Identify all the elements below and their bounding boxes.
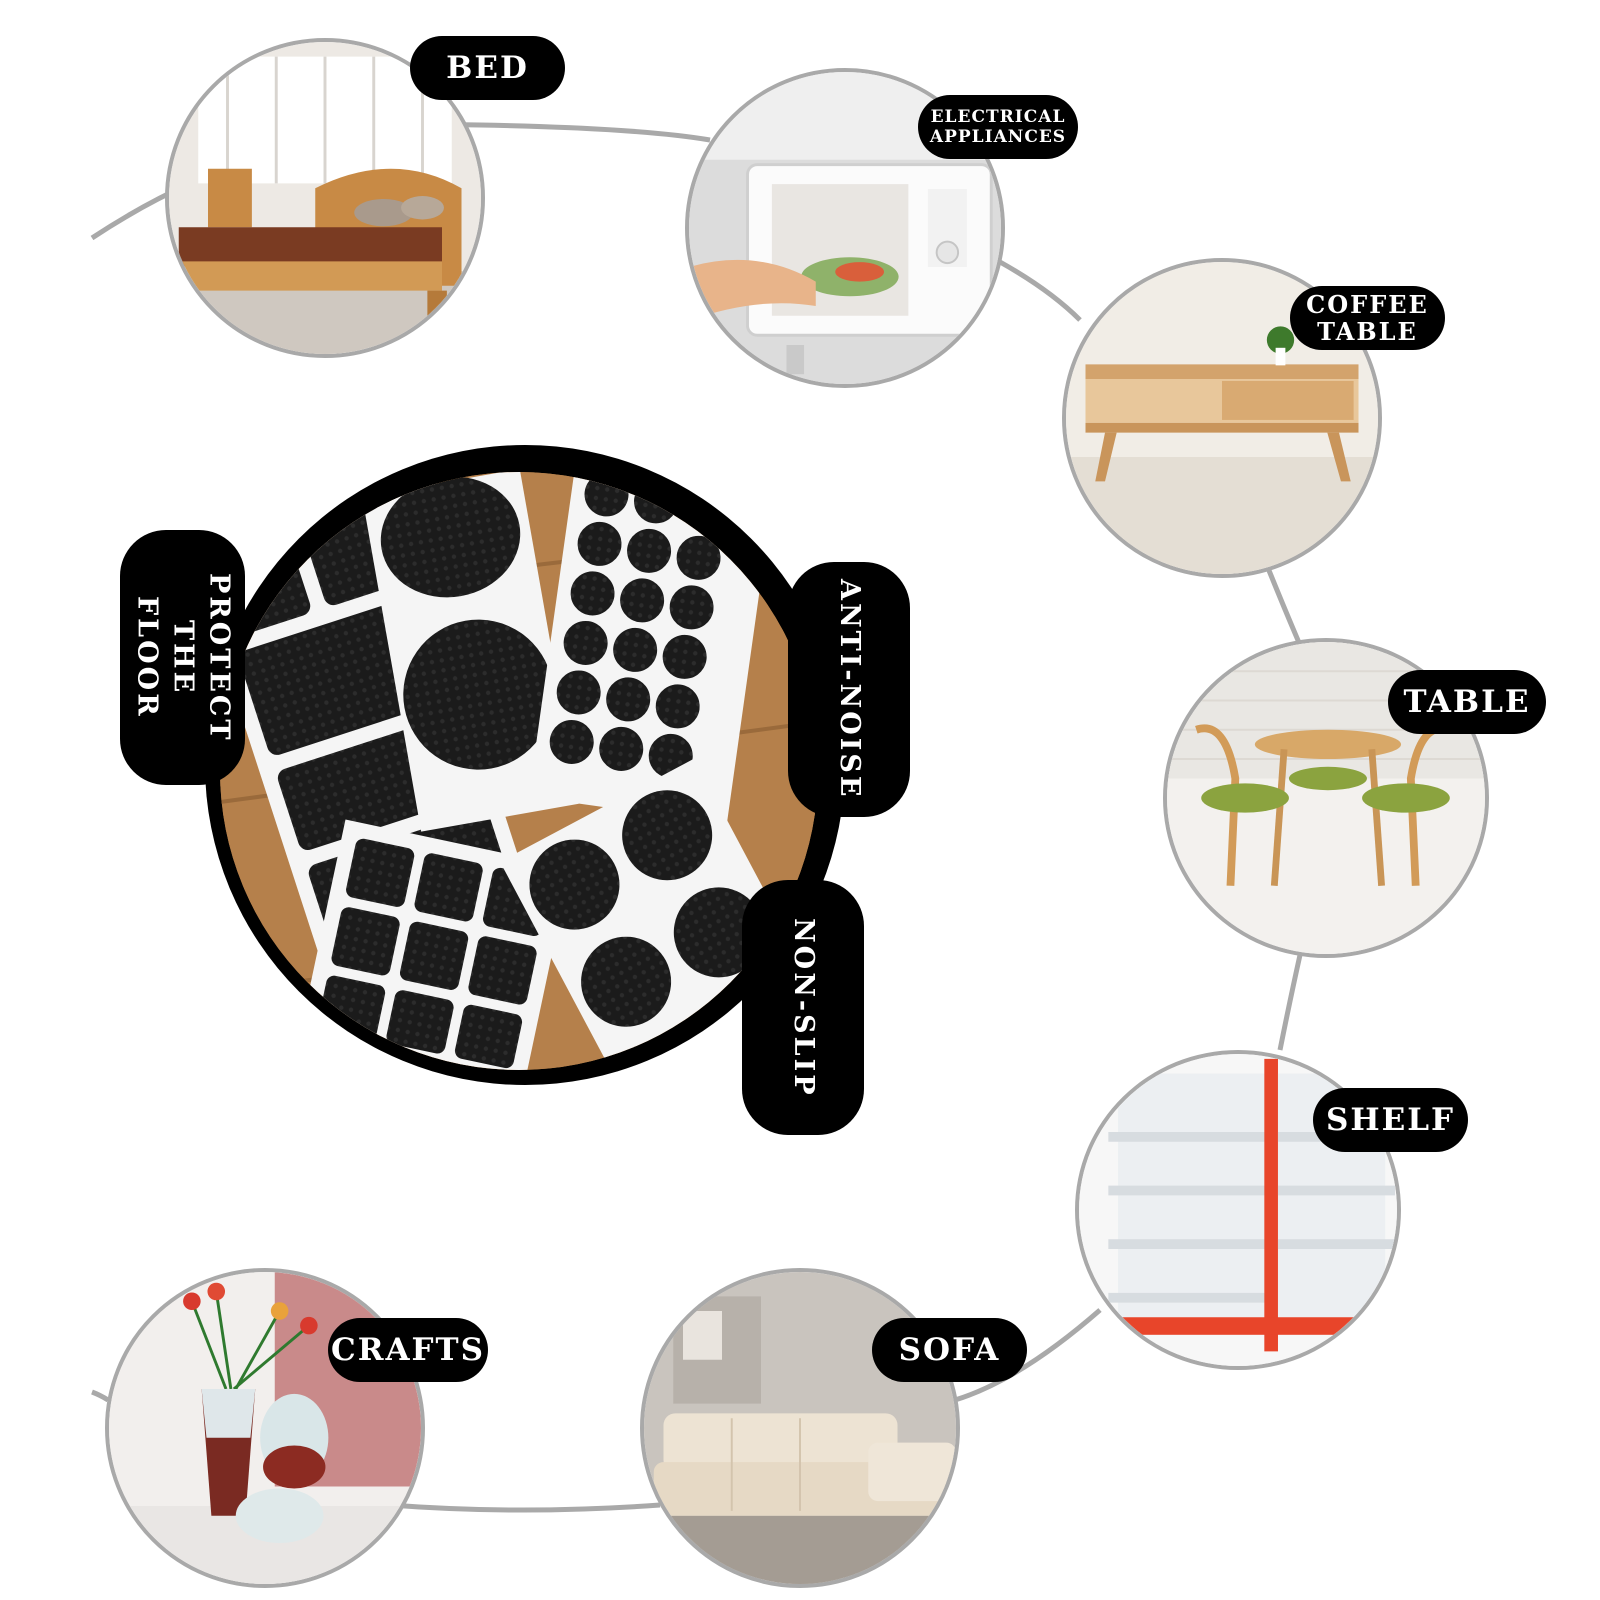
label-bed: BED	[410, 36, 565, 100]
label-non-slip: NON-SLIP	[742, 880, 864, 1135]
label-crafts: CRAFTS	[328, 1318, 488, 1382]
sofa-photo	[640, 1268, 960, 1588]
vases-photo	[105, 1268, 425, 1588]
label-anti-noise: ANTI-NOISE	[788, 562, 910, 817]
label-table: TABLE	[1388, 670, 1546, 734]
shelf-photo	[1075, 1050, 1401, 1370]
label-anti-noise-text: ANTI-NOISE	[834, 579, 865, 800]
label-protect-the-floor: PROTECT THE FLOOR	[120, 530, 245, 785]
label-electrical-appliances: ELECTRICAL APPLIANCES	[918, 95, 1078, 159]
label-sofa: SOFA	[872, 1318, 1027, 1382]
label-non-slip-text: NON-SLIP	[788, 917, 819, 1098]
label-coffee-table: COFFEE TABLE	[1290, 286, 1445, 350]
label-protect-the-floor-text: PROTECT THE FLOOR	[131, 572, 235, 743]
felt-pads-photo	[220, 472, 818, 1070]
label-shelf: SHELF	[1313, 1088, 1468, 1152]
